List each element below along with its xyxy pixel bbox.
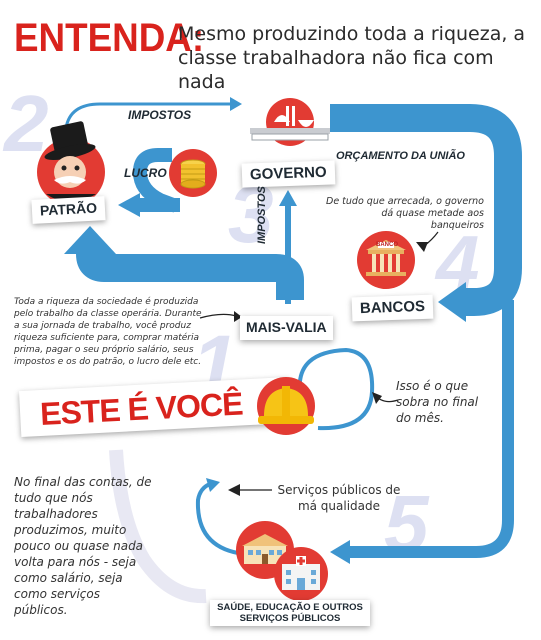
step-number-2: 2 [4, 79, 49, 168]
orcamento-label: ORÇAMENTO DA UNIÃO [336, 150, 465, 162]
note-sobra: Isso é o que sobra no final do mês. [396, 379, 479, 425]
patrao-label: PATRÃO [39, 199, 98, 219]
servicos-label: SAÚDE, EDUCAÇÃO E OUTROS SERVIÇOS PÚBLIC… [217, 602, 363, 624]
flow-impostos-top-arrow [64, 102, 230, 129]
title-subtitle: Mesmo produzindo toda a riqueza, a class… [178, 23, 526, 93]
flow-servicos-arrow [348, 300, 514, 558]
flow-sobra-loop [297, 347, 375, 431]
flow-lucro-arrow [132, 148, 179, 213]
flow-servicos-arrowhead [330, 540, 350, 564]
mais-valia-label-card: MAIS-VALIA [240, 316, 333, 340]
governo-label: GOVERNO [249, 163, 327, 184]
patrao-label-card: PATRÃO [31, 196, 106, 224]
mais-valia-label: MAIS-VALIA [246, 319, 327, 335]
flow-servicos-retorno [195, 482, 245, 556]
bancos-label: BANCOS [359, 297, 426, 318]
flow-mais-valia-arrow [76, 248, 304, 300]
impostos-vertical-label: IMPOSTOS [256, 186, 268, 244]
congress-building-icon [250, 98, 330, 146]
note-riqueza: Toda a riqueza da sociedade é produzida … [14, 297, 202, 367]
note-servicos-ma-qualidade: Serviços públicos de má qualidade [277, 483, 401, 513]
gold-coins-icon [169, 149, 217, 197]
flow-voce-trail [109, 449, 207, 604]
note-governo-bancos: De tudo que arrecada, o governo dá quase… [326, 196, 484, 231]
flow-servicos-retorno-head [206, 478, 220, 492]
servicos-label-card: SAÚDE, EDUCAÇÃO E OUTROS SERVIÇOS PÚBLIC… [210, 600, 370, 626]
banco-sign-text: BANCO [376, 242, 398, 248]
flow-impostos-top-arrowhead [230, 97, 242, 111]
flow-mais-valia-arrowhead [64, 226, 116, 254]
flow-impostos-vertical-arrowhead [279, 190, 297, 206]
flow-lucro-arrowhead [118, 193, 140, 217]
pointer-sobra [377, 397, 399, 403]
hard-hat-icon [257, 377, 315, 435]
bank-building-icon [357, 231, 415, 289]
flow-orcamento-arrowhead [438, 282, 466, 322]
title-main: ENTENDA: [14, 16, 205, 60]
impostos-top-label: IMPOSTOS [128, 108, 192, 122]
bancos-label-card: BANCOS [351, 294, 434, 322]
pointer-riqueza [199, 313, 237, 319]
lucro-label: LUCRO [124, 166, 167, 180]
voce-label: ESTE É VOCÊ [39, 385, 244, 432]
flow-orcamento-arrow [330, 104, 522, 316]
note-final-contas: No final das contas, de tudo que nós tra… [14, 475, 152, 617]
top-hat-man-icon [37, 121, 105, 206]
hospital-building-icon [274, 547, 328, 601]
